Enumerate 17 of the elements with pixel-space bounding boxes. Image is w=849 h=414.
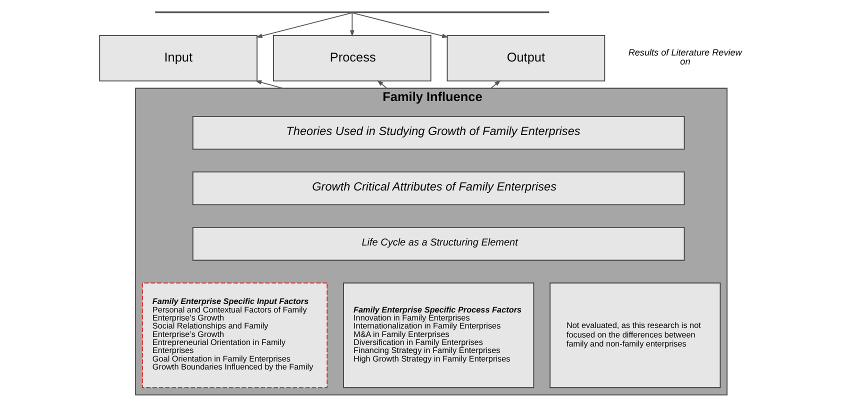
- node-box: Output: [446, 35, 606, 82]
- label: Results of Literature Review on: [628, 47, 742, 67]
- node-box: Theories Used in Studying Growth of Family Enterprises: [192, 116, 685, 150]
- arrow: [352, 12, 448, 38]
- node-box: Process: [273, 35, 432, 82]
- node-box: Not evaluated, as this research is not focused on the differences between family and non-family enterprises: [550, 282, 721, 388]
- arrow: [490, 80, 501, 89]
- node-box: Life Cycle as a Structuring Element: [192, 227, 685, 261]
- node-box: Input: [99, 35, 258, 82]
- arrow: [350, 12, 354, 37]
- node-box: Growth Critical Attributes of Family Enterprises: [192, 172, 685, 206]
- node-box: Family Enterprise Specific Process Factors Innovation in Family Enterprises Internationalization in Family Enterprises M&A in Family Enterprises Diversification in Family Enterprises Financing Strategy in Family Enterprises High Growth Strategy in Family Enterprises: [343, 282, 534, 388]
- node-box: Family Enterprise Specific Input Factors Personal and Contextual Factors of Family Enterprise’s Growth Social Relationships and Family Enterprise’s Growth Entrepreneurial Orientation in Family Enterprises Goal Orientation in Family Enterprises Growth Boundaries Influenced by the Family: [142, 282, 328, 388]
- arrow: [255, 80, 283, 89]
- arrow: [256, 12, 352, 38]
- node-bar: [155, 11, 550, 14]
- arrow: [377, 80, 388, 89]
